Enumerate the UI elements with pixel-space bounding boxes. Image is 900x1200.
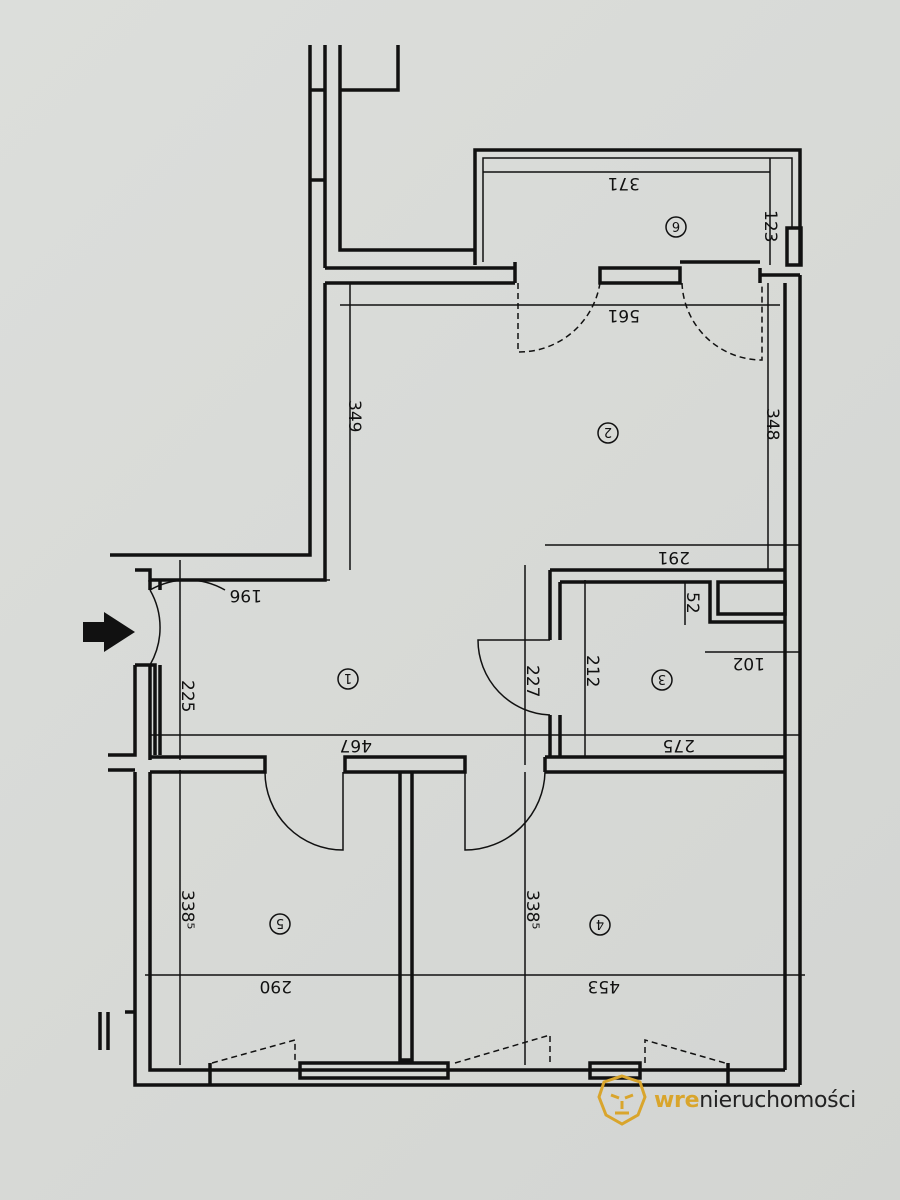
dim-room2-left: 349 xyxy=(344,400,364,432)
dim-room4-depth: 338⁵ xyxy=(522,890,542,929)
room-2-label: 2 xyxy=(597,422,619,444)
door-room3 xyxy=(477,639,551,716)
dim-room5-width: 290 xyxy=(260,976,292,996)
room-5-label: 5 xyxy=(269,913,291,935)
dim-room3-closet: 102 xyxy=(733,653,765,673)
dim-room3-width: 275 xyxy=(663,735,695,755)
logo-text: wrenieruchomości xyxy=(654,1087,856,1113)
window-swings xyxy=(211,1033,726,1064)
svg-text:4: 4 xyxy=(596,916,604,931)
room-labels: 1 2 3 4 5 6 xyxy=(269,216,687,936)
dim-room3-niche: 52 xyxy=(682,592,702,614)
dim-hall-top: 196 xyxy=(230,585,262,605)
room-1-label: 1 xyxy=(337,668,359,690)
room-3-label: 3 xyxy=(651,669,673,691)
dim-room2-width: 561 xyxy=(608,305,640,325)
dim-room3-depth: 212 xyxy=(582,655,602,687)
balcony-door-left xyxy=(517,282,601,353)
lion-logo-icon xyxy=(597,1074,647,1126)
dim-hall-right: 227 xyxy=(522,665,542,697)
svg-text:2: 2 xyxy=(604,424,612,439)
balcony-door-right xyxy=(681,282,763,361)
dim-room2-right: 348 xyxy=(762,408,782,440)
svg-text:5: 5 xyxy=(276,915,284,930)
svg-text:3: 3 xyxy=(658,671,666,686)
entry-door xyxy=(149,579,226,666)
dimension-lines xyxy=(145,158,805,1065)
svg-text:1: 1 xyxy=(344,670,352,685)
doors xyxy=(149,282,763,1064)
dim-hall-depth: 225 xyxy=(177,680,197,712)
room-4-label: 4 xyxy=(589,914,611,936)
dim-room4-width: 453 xyxy=(588,976,620,996)
dim-room2-bottom: 291 xyxy=(658,547,690,567)
dimension-labels: 371 123 561 349 348 291 196 225 467 227 … xyxy=(177,173,782,996)
dim-balcony-width: 371 xyxy=(608,173,640,193)
walls xyxy=(98,45,803,1087)
dim-hall-width: 467 xyxy=(340,735,372,755)
dim-room5-depth: 338⁵ xyxy=(177,890,197,929)
room-6-label: 6 xyxy=(665,216,687,238)
door-room5 xyxy=(264,771,344,851)
watermark-logo: wrenieruchomości xyxy=(596,1073,856,1127)
svg-text:6: 6 xyxy=(672,218,680,233)
entry-arrow-icon xyxy=(83,612,135,652)
dim-balcony-depth: 123 xyxy=(760,210,780,242)
door-room4 xyxy=(464,771,546,851)
